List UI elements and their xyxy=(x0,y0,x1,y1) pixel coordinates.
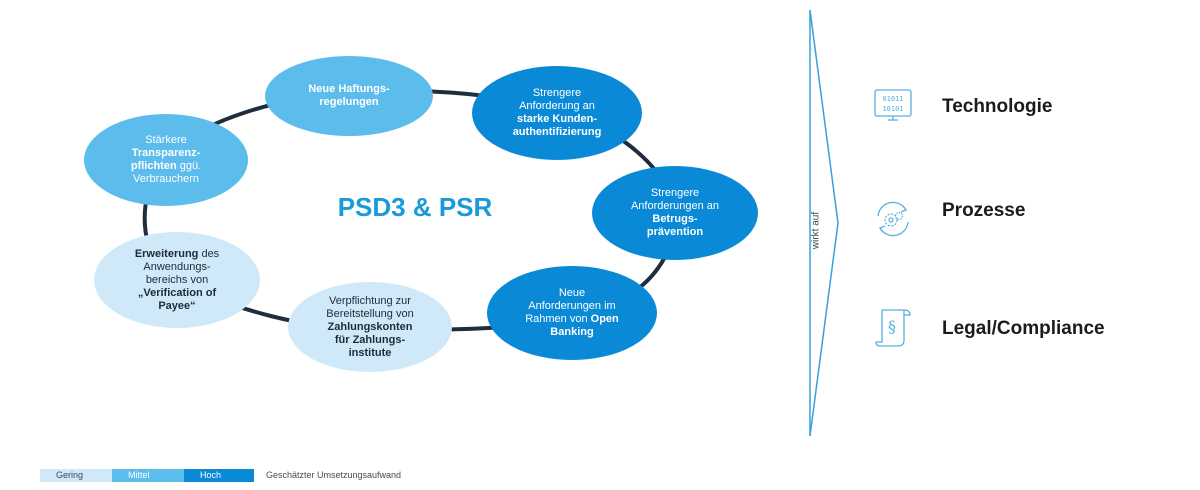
legend-caption: Geschätzter Umsetzungsaufwand xyxy=(266,470,402,480)
legend-hoch: Hoch xyxy=(184,469,254,482)
node-betrugspraevention: Strengere Anforderungen an Betrugs- präv… xyxy=(592,166,758,260)
binary-monitor-icon: 01011 10101 xyxy=(874,89,912,121)
node-kundenauthentifizierung: Strengere Anforderung an starke Kunden- … xyxy=(472,66,642,160)
center-title: PSD3 & PSR xyxy=(337,192,493,222)
node-transparenzpflichten: Stärkere Transparenz- pflichten ggü. Ver… xyxy=(84,114,248,206)
node-open-banking: Neue Anforderungen im Rahmen von Open Ba… xyxy=(487,266,657,360)
node-zahlungskonten: Verpflichtung zur Bereitstellung von Zah… xyxy=(288,282,452,372)
paragraph-scroll-icon: § xyxy=(875,309,911,347)
impact-prozesse: Prozesse xyxy=(942,200,1026,221)
node-verification-of-payee: Erweiterung des Anwendungs- bereichs von… xyxy=(94,232,260,328)
node-haftungsregelungen: Neue Haftungs- regelungen xyxy=(265,56,433,136)
legend-mittel: Mittel xyxy=(112,469,184,482)
svg-text:§: § xyxy=(888,317,896,336)
impact-legal-compliance: Legal/Compliance xyxy=(942,318,1105,339)
divider-arrow xyxy=(809,9,839,437)
impact-technologie: Technologie xyxy=(942,96,1053,117)
svg-text:10101: 10101 xyxy=(882,105,903,113)
gear-cycle-icon xyxy=(877,201,909,237)
legend-gering: Gering xyxy=(40,469,112,482)
svg-text:01011: 01011 xyxy=(882,95,903,103)
divider-label: wirkt auf xyxy=(810,211,822,250)
